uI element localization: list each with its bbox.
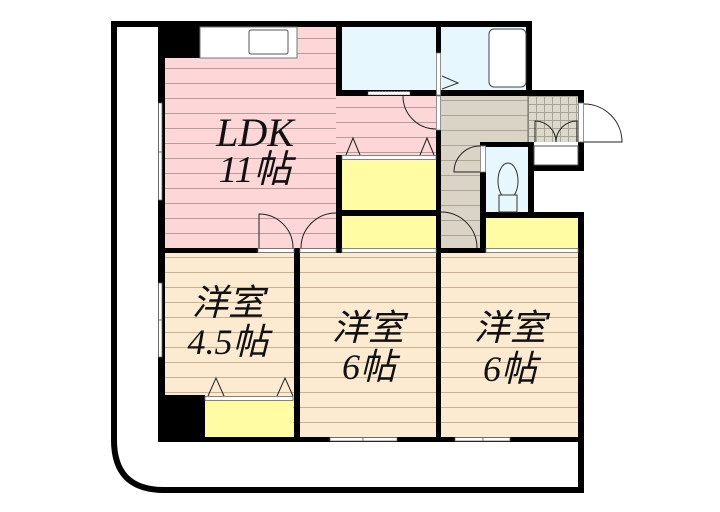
closet-sill-right	[485, 248, 579, 253]
door-panel-ldk-hallway	[436, 95, 441, 131]
door-swings	[258, 95, 623, 249]
closet-icon	[276, 376, 294, 397]
window-icon	[158, 102, 163, 153]
room-2-size: 6帖	[342, 347, 401, 387]
door-panel-entrance	[578, 102, 584, 143]
column-bottom-left	[158, 395, 205, 442]
wall-shoe-cabinet-bottom	[528, 165, 584, 171]
closet-right	[486, 218, 578, 248]
bath-drain-icon	[441, 75, 460, 90]
closet-sill-middle	[341, 248, 437, 253]
room-3-size: 6帖	[483, 349, 542, 389]
door-swing-icon	[453, 145, 481, 173]
closet-upper	[342, 159, 436, 210]
wall-toilet-right	[528, 142, 534, 218]
room-ldk-size: 11帖	[218, 149, 296, 191]
shoe-cabinet-door-icon	[534, 120, 557, 143]
ldk-floor-extension	[336, 96, 436, 156]
wall-ldk-left	[158, 21, 165, 442]
window-icon	[158, 151, 163, 201]
door-panel-washroom-bath	[436, 52, 441, 96]
shoe-cabinet-door-icon	[555, 120, 578, 143]
balcony-outline	[111, 24, 584, 493]
wall-bedroom-divider-2	[436, 248, 441, 442]
door-swing-icon	[440, 211, 478, 249]
room-1-size: 4.5帖	[187, 322, 273, 362]
wall-washroom-bath	[436, 21, 441, 53]
closet-rail-upper	[341, 155, 437, 160]
sink-icon	[248, 29, 289, 55]
room-ldk-name: LDK	[215, 110, 296, 155]
wall-outer-right	[578, 212, 584, 493]
toilet-icon	[497, 162, 519, 200]
closet-icon	[419, 136, 435, 156]
door-sill-room-2	[299, 248, 337, 253]
door-swing-icon	[300, 212, 337, 249]
toilet-tank-icon	[498, 194, 518, 213]
wall-toilet-top	[480, 142, 534, 147]
western-room-3-floor	[441, 253, 578, 437]
entrance-tile-floor	[528, 96, 578, 142]
hallway-floor-lower	[441, 142, 480, 248]
wall-bath-bottom	[436, 90, 584, 96]
door-sill-room-1	[257, 248, 295, 253]
window-icon	[362, 437, 398, 442]
door-swing-icon	[583, 103, 623, 143]
window-icon	[158, 282, 163, 321]
wall-bath-right	[526, 21, 532, 96]
wall-closet-divider	[336, 210, 441, 216]
wall-bedroom-divider-1	[294, 248, 300, 442]
outer-wall-top	[111, 21, 532, 27]
closet-icon	[345, 136, 361, 156]
bathtub-icon	[488, 28, 527, 88]
wall-closet-left	[336, 155, 342, 253]
washroom-floor	[342, 27, 436, 90]
window-icon	[329, 437, 364, 442]
wall-closet-right-top	[480, 212, 584, 218]
western-room-2-floor	[300, 253, 436, 437]
room-3-name: 洋室	[474, 308, 551, 348]
closet-rail-room-1	[204, 396, 294, 401]
wall-entrance-right-top	[578, 90, 584, 103]
door-swing-icon	[402, 95, 437, 130]
ldk-floor	[165, 27, 336, 248]
window-icon	[482, 437, 511, 442]
closet-middle	[342, 216, 436, 248]
hallway-floor	[441, 96, 528, 142]
washroom-vent-icon	[367, 91, 411, 96]
closet-western-room-1	[205, 400, 293, 437]
windows	[158, 102, 511, 442]
window-icon	[454, 437, 484, 442]
door-panel-toilet	[480, 145, 486, 173]
closet-icon	[207, 376, 225, 397]
room-2-name: 洋室	[332, 308, 409, 348]
window-icon	[158, 319, 163, 358]
wall-entrance-right-bottom	[578, 142, 584, 171]
closet-door-markers	[207, 136, 435, 397]
shoe-cabinet-icon	[533, 145, 579, 166]
door-swing-icon	[258, 213, 294, 249]
room-1-name: 洋室	[192, 283, 269, 323]
wall-washroom-left	[336, 21, 342, 96]
